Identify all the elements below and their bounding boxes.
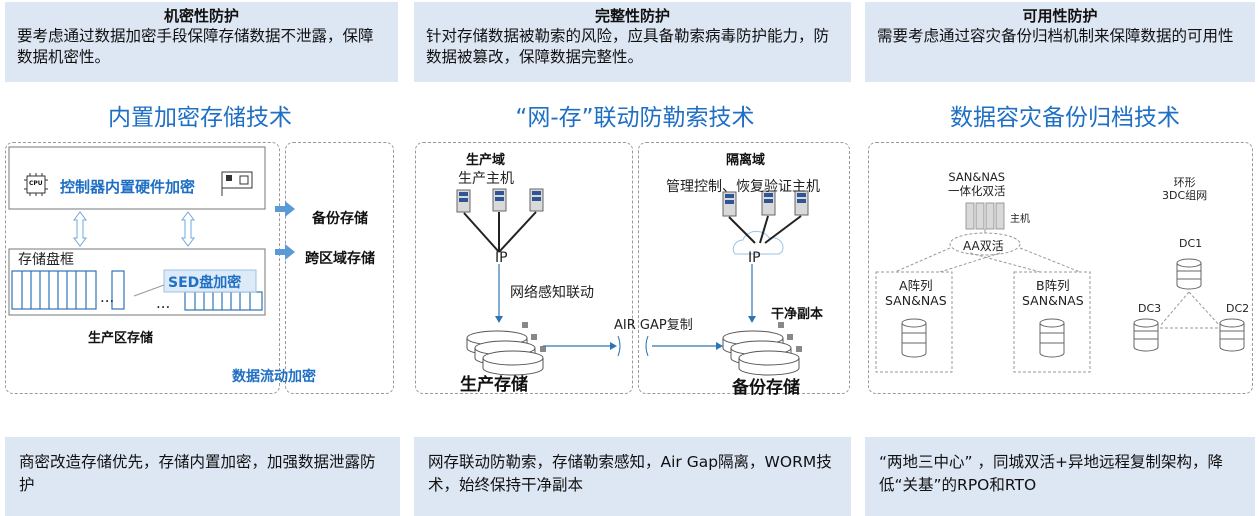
array-a-label: A阵列 SAN&NAS xyxy=(885,278,947,308)
dr-frame xyxy=(868,142,1253,394)
network-linkage-label: 网络感知联动 xyxy=(510,285,594,301)
availability-box: 可用性防护 需要考虑通过容灾备份归档机制来保障数据的可用性 xyxy=(865,2,1255,82)
summary-ransomware: 网存联动防勒索，存储勒索感知，Air Gap隔离，WORM技术，始终保持干净副本 xyxy=(414,437,851,516)
availability-desc: 需要考虑通过容灾备份归档机制来保障数据的可用性 xyxy=(877,27,1234,45)
management-host-label: 管理控制、恢复验证主机 xyxy=(666,179,820,195)
encryption-frame xyxy=(5,142,280,394)
integrity-title: 完整性防护 xyxy=(594,7,670,25)
backup-storage-main-label: 备份存储 xyxy=(732,378,800,398)
controller-label: 控制器内置硬件加密 xyxy=(60,178,196,196)
data-flow-encryption-label: 数据流动加密 xyxy=(232,369,316,385)
array-b-label: B阵列 SAN&NAS xyxy=(1022,278,1084,308)
ellipsis-2: ... xyxy=(156,294,171,312)
production-storage-label: 生产区存储 xyxy=(88,331,154,346)
production-domain-frame xyxy=(415,142,633,394)
confidentiality-box: 机密性防护 要考虑通过数据加密手段保障存储数据不泄露，保障数据机密性。 xyxy=(5,2,398,82)
integrity-box: 完整性防护 针对存储数据被勒索的风险，应具备勒索病毒防护能力，防数据被篡改，保障… xyxy=(414,2,851,82)
section-title-ransomware: “网-存”联动防勒索技术 xyxy=(515,105,755,131)
ring-3dc-label: 环形 3DC组网 xyxy=(1162,176,1208,202)
cpu-icon: CPU xyxy=(29,180,43,187)
sed-label: SED盘加密 xyxy=(168,275,242,291)
integrity-desc: 针对存储数据被勒索的风险，应具备勒索病毒防护能力，防数据被篡改，保障数据完整性。 xyxy=(426,27,830,66)
availability-title: 可用性防护 xyxy=(1022,7,1098,25)
production-domain-label: 生产域 xyxy=(466,153,506,168)
dc1-label: DC1 xyxy=(1179,237,1203,250)
clean-copy-label: 干净副本 xyxy=(771,307,824,322)
confidentiality-title: 机密性防护 xyxy=(163,7,239,25)
isolation-domain-label: 隔离域 xyxy=(726,153,766,168)
host-label: 主机 xyxy=(1010,214,1030,225)
production-storage-main-label: 生产存储 xyxy=(460,375,528,395)
aa-active-label: AA双活 xyxy=(963,239,1004,253)
summary-encryption: 商密改造存储优先，存储内置加密，加强数据泄露防护 xyxy=(5,437,400,516)
backup-storage-label: 备份存储 xyxy=(312,211,368,227)
section-title-encryption: 内置加密存储技术 xyxy=(108,105,292,131)
dc2-label: DC2 xyxy=(1226,302,1250,315)
airgap-label: AIR GAP复制 xyxy=(614,318,693,333)
dc3-label: DC3 xyxy=(1138,302,1162,315)
enclosure-label: 存储盘框 xyxy=(18,252,74,268)
storage-target-frame xyxy=(285,142,394,394)
section-title-dr: 数据容灾备份归档技术 xyxy=(950,105,1180,131)
cross-region-storage-label: 跨区域存储 xyxy=(305,251,375,267)
summary-dr: “两地三中心” ，同城双活+异地远程复制架构，降低“关基”的RPO和RTO xyxy=(865,437,1255,516)
production-host-label: 生产主机 xyxy=(458,171,514,187)
san-nas-title: SAN&NAS 一体化双活 xyxy=(948,170,1006,198)
confidentiality-desc: 要考虑通过数据加密手段保障存储数据不泄露，保障数据机密性。 xyxy=(17,27,374,66)
isolation-domain-frame xyxy=(638,142,850,394)
ellipsis-1: ... xyxy=(100,288,115,306)
ip-label-2: IP xyxy=(748,250,761,266)
ip-label-1: IP xyxy=(495,250,508,266)
